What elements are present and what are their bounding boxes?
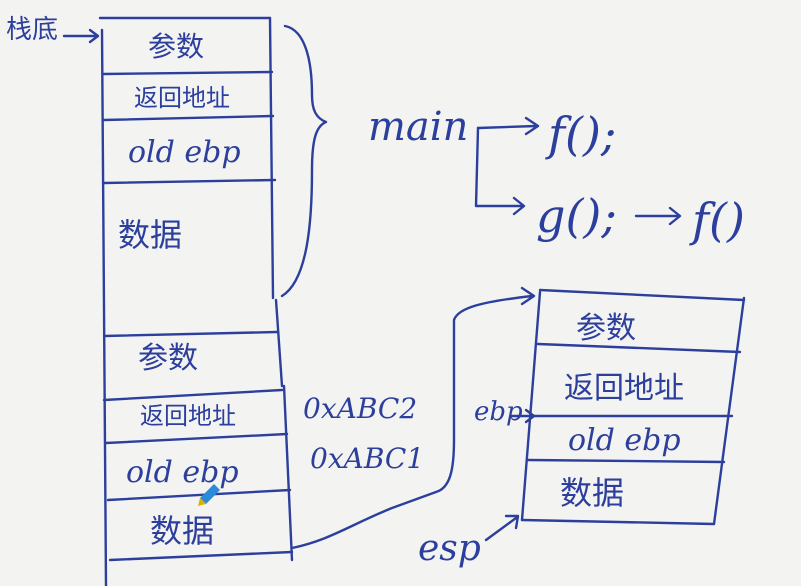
left-stack-right-edge-upper bbox=[268, 16, 275, 300]
left-stack-bottom-line bbox=[108, 550, 294, 562]
left-stack-cell-label: old ebp bbox=[128, 135, 241, 170]
left-stack-cell-label: 返回地址 bbox=[140, 402, 236, 430]
stack-bottom-arrow bbox=[62, 28, 100, 44]
left-stack: 参数 返回地址 old ebp 数据 参数 返回地址 old ebp 数据 bbox=[98, 16, 294, 586]
left-stack-divider bbox=[102, 388, 284, 402]
left-stack-cell-label: 数据 bbox=[150, 512, 214, 550]
arrow-g-to-f bbox=[634, 206, 682, 226]
right-stack-bottom-line bbox=[520, 518, 716, 526]
esp-arrow bbox=[484, 514, 520, 542]
ebp-pointer: ebp bbox=[474, 397, 536, 427]
right-stack-cell-label: 返回地址 bbox=[564, 371, 684, 406]
left-stack-divider bbox=[102, 330, 279, 338]
old-ebp-address-value: 0xABC1 bbox=[310, 442, 424, 475]
main-frame-brace bbox=[280, 24, 328, 298]
left-stack-cell-label: 参数 bbox=[138, 341, 198, 376]
esp-label: esp bbox=[418, 528, 481, 569]
left-stack-divider bbox=[104, 432, 289, 445]
right-stack-right-edge bbox=[712, 296, 746, 526]
left-stack-cell-label: 数据 bbox=[118, 216, 182, 254]
call-f-label: f(); bbox=[545, 107, 616, 161]
main-label: main bbox=[368, 104, 468, 150]
call-g-f-label: f() bbox=[689, 193, 745, 247]
left-stack-cell-label: 返回地址 bbox=[134, 84, 230, 112]
left-stack-left-edge bbox=[100, 28, 108, 586]
esp-pointer: esp bbox=[418, 514, 520, 569]
stack-bottom-marker: 栈底 bbox=[6, 15, 100, 45]
stack-bottom-label: 栈底 bbox=[6, 15, 58, 45]
right-stack-divider bbox=[536, 342, 742, 354]
right-stack-left-edge bbox=[520, 290, 542, 522]
left-stack-divider bbox=[102, 178, 277, 185]
left-stack-right-edge-middle bbox=[274, 298, 284, 388]
right-stack-cell-label: 参数 bbox=[576, 311, 636, 346]
return-address-value: 0xABC2 bbox=[303, 392, 417, 425]
pen-cursor-icon bbox=[198, 484, 220, 506]
arrow-main-to-g bbox=[474, 126, 526, 216]
stack-to-frame-connector bbox=[290, 286, 536, 550]
left-stack-cell-label: 参数 bbox=[148, 30, 204, 63]
right-stack-cell-label: 数据 bbox=[560, 474, 624, 512]
call-tree: main f(); g(); f() bbox=[368, 104, 745, 247]
right-stack-divider bbox=[526, 458, 726, 464]
left-stack-divider bbox=[102, 70, 274, 76]
left-stack-divider bbox=[106, 488, 292, 502]
arrow-main-to-f bbox=[476, 116, 540, 136]
left-stack-right-edge-lower bbox=[282, 384, 294, 562]
right-stack: 参数 返回地址 old ebp 数据 bbox=[520, 288, 746, 526]
left-stack-divider bbox=[102, 114, 275, 122]
call-g-label: g(); bbox=[536, 189, 617, 243]
left-stack-cell-label: old ebp bbox=[126, 455, 239, 490]
right-stack-cell-label: old ebp bbox=[568, 423, 681, 458]
ebp-label: ebp bbox=[474, 397, 523, 427]
right-stack-top-line bbox=[538, 288, 746, 302]
